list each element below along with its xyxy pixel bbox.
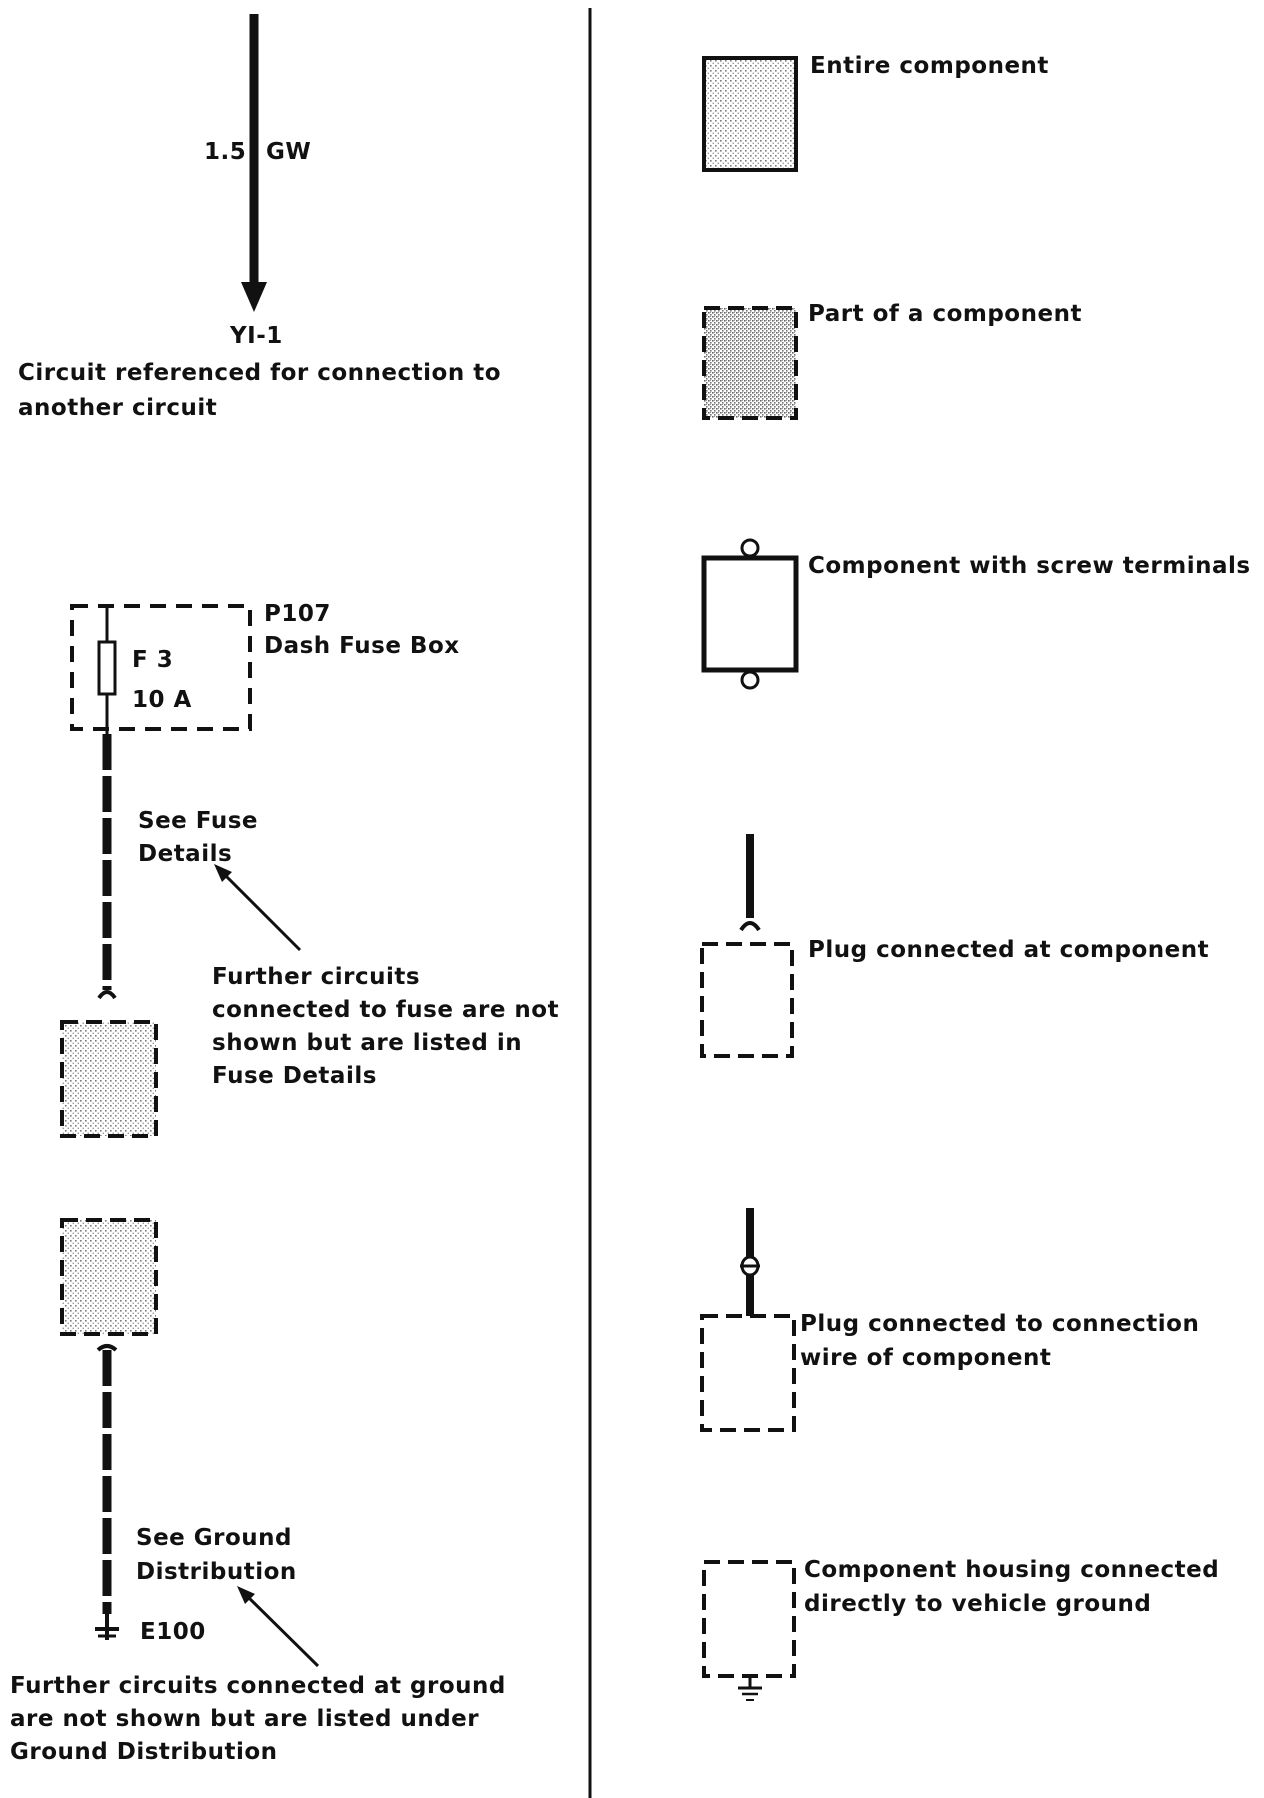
ground-further-1: Further circuits connected at ground [10,1673,506,1699]
legend-screw-terminal-label: Component with screw terminals [808,553,1251,579]
legend-screw-terminal-symbol [701,538,799,690]
circuit-ref-caption-1: Circuit referenced for connection to [18,360,501,386]
fuse-wire [97,734,117,1000]
wire-gauge-label: 1.5 [204,139,247,165]
ground-note-1: See Ground [136,1525,293,1551]
ground-wire [96,1344,118,1614]
legend-part-component-symbol [702,306,798,420]
legend-plug-at-component-label: Plug connected at component [808,937,1210,963]
legend-housing-ground-symbol [702,1560,796,1701]
fuse-box-id: P107 [264,601,331,627]
ground-further-2: are not shown but are listed under [10,1706,480,1732]
ground-note-2: Distribution [136,1559,297,1585]
ground-distribution-pointer [237,1586,320,1668]
legend-entire-component-symbol [702,56,798,172]
legend-housing-ground-label-1: Component housing connected [804,1557,1220,1583]
fuse-further-4: Fuse Details [212,1063,377,1089]
legend-plug-on-wire-label-2: wire of component [800,1345,1052,1371]
ground-further-3: Ground Distribution [10,1739,278,1765]
circuit-ref-id: YI-1 [230,323,283,349]
fuse-icon [97,640,117,696]
fuse-further-3: shown but are listed in [212,1030,523,1056]
legend-part-component-label: Part of a component [808,301,1082,327]
ground-icon [95,1614,119,1640]
fuse-details-note-1: See Fuse [138,808,258,834]
ground-id: E100 [140,1619,206,1645]
legend-plug-on-wire-label-1: Plug connected to connection [800,1311,1200,1337]
fuse-further-1: Further circuits [212,964,421,990]
fuse-box-symbol [70,604,252,734]
fuse-box-name: Dash Fuse Box [264,633,460,659]
circuit-ref-caption-2: another circuit [18,395,218,421]
wire-reference-arrow [241,14,267,312]
fuse-rating: 10 A [132,687,192,713]
wire-color-label: GW [266,139,312,165]
legend-housing-ground-label-2: directly to vehicle ground [804,1591,1152,1617]
legend-entire-component-label: Entire component [810,53,1049,79]
fuse-details-note-2: Details [138,841,233,867]
component-stippled-2 [60,1218,158,1336]
fuse-details-pointer [214,864,302,952]
fuse-further-2: connected to fuse are not [212,997,560,1023]
fuse-id: F 3 [132,647,174,673]
component-stippled-1 [60,1020,158,1138]
legend-plug-on-wire-symbol [700,1208,796,1432]
legend-plug-at-component-symbol [700,834,794,1058]
